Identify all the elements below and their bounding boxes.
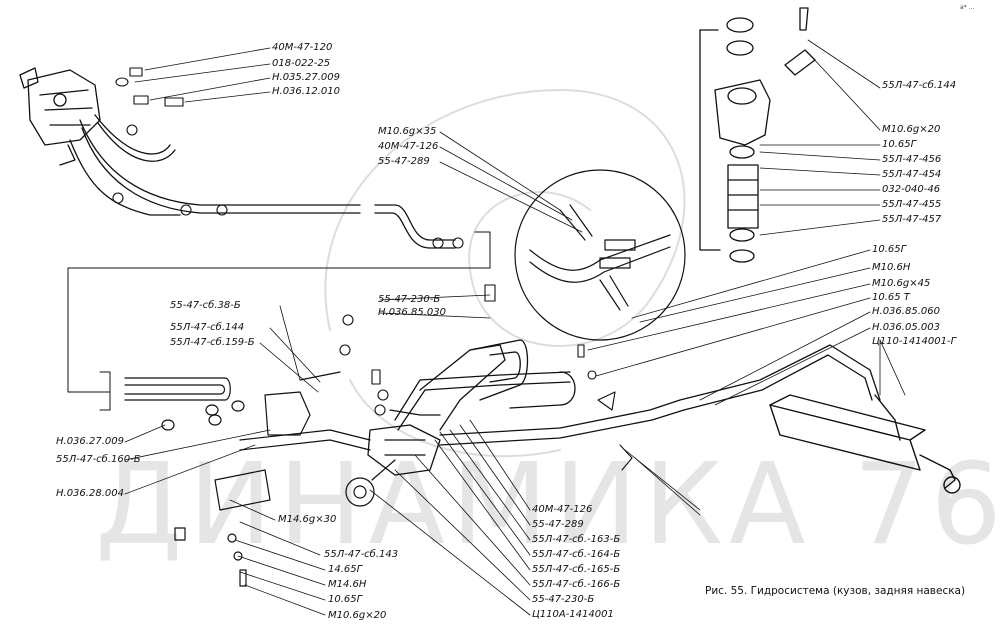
leader-lines [124, 39, 906, 616]
part-label: Н.035.27.009 [272, 72, 340, 83]
part-label: Н.036.12.010 [272, 86, 340, 97]
part-label: 55-47-289 [532, 519, 584, 530]
part-label: 55Л-47-сб.-163-Б [532, 534, 621, 545]
part-label: Ц110А-1414001 [532, 609, 614, 620]
part-label: 10.65 Т [872, 292, 910, 303]
hydraulic-cylinder [769, 394, 961, 494]
watermark-text: ДИНАМИКА 76 [95, 440, 1000, 570]
part-label: М10.6g×20 [882, 124, 941, 135]
part-label: 55Л-47-сб.144 [170, 322, 245, 333]
part-label: 55Л-47-сб.-166-Б [532, 579, 621, 590]
part-label: М10.6g×20 [328, 610, 387, 621]
part-label: 40М-47-120 [272, 42, 333, 53]
part-label: 55Л-47-454 [882, 169, 942, 180]
exploded-cylinder-parts [699, 7, 816, 263]
part-label: 55-47-230-Б [378, 294, 441, 305]
left-pipe-subassembly [124, 371, 396, 587]
part-label: 10.65Г [872, 244, 907, 255]
part-label: 55Л-47-сб.-165-Б [532, 564, 621, 575]
part-label: М10.6g×45 [872, 278, 931, 289]
bracket-lines [67, 231, 491, 411]
part-label: Н.036.27.009 [56, 436, 124, 447]
part-label: 55Л-47-сб.159-Б [170, 337, 255, 348]
corner-mark: a* ... [960, 4, 975, 11]
figure-caption: Рис. 55. Гидросистема (кузов, задняя нав… [705, 585, 966, 597]
detail-magnifier [514, 169, 686, 341]
part-label: 032-040-46 [882, 184, 941, 195]
part-label: М10.6Н [872, 262, 911, 273]
top-left-fasteners [112, 67, 464, 249]
part-label: 40М-47-126 [532, 504, 593, 515]
part-label: М14.6g×30 [278, 514, 337, 525]
distributor-valve-block [19, 67, 101, 166]
watermark-swirl [324, 89, 686, 458]
part-label: Н.036.28.004 [56, 488, 124, 499]
part-label: 55-47-289 [378, 156, 430, 167]
part-label: 018-022-25 [272, 58, 331, 69]
part-label: М14.6Н [328, 579, 367, 590]
part-label: 40М-47-126 [378, 141, 439, 152]
part-label: Н.036.85.030 [378, 307, 446, 318]
part-label: Ц110-1414001-Г [872, 336, 957, 347]
part-label: 55-47-230-Б [532, 594, 595, 605]
part-label: Н.036.85.060 [872, 306, 940, 317]
part-label: 55Л-47-455 [882, 199, 942, 210]
part-label: 55Л-47-сб.144 [882, 80, 957, 91]
part-label: 55Л-47-сб.160-Б [56, 454, 141, 465]
part-label: 55Л-47-456 [882, 154, 942, 165]
part-label: 10.65Г [328, 594, 363, 605]
part-label: 55Л-47-сб.-164-Б [532, 549, 621, 560]
part-label: 55-47-сб.38-Б [170, 300, 241, 311]
part-label: 14.65Г [328, 564, 363, 575]
part-label: М10.6g×35 [378, 126, 437, 137]
part-label: 10.65Г [882, 139, 917, 150]
middle-fasteners [339, 284, 633, 471]
part-label: Н.036.05.003 [872, 322, 940, 333]
part-label: 55Л-47-сб.143 [324, 549, 399, 560]
part-label: 55Л-47-457 [882, 214, 942, 225]
